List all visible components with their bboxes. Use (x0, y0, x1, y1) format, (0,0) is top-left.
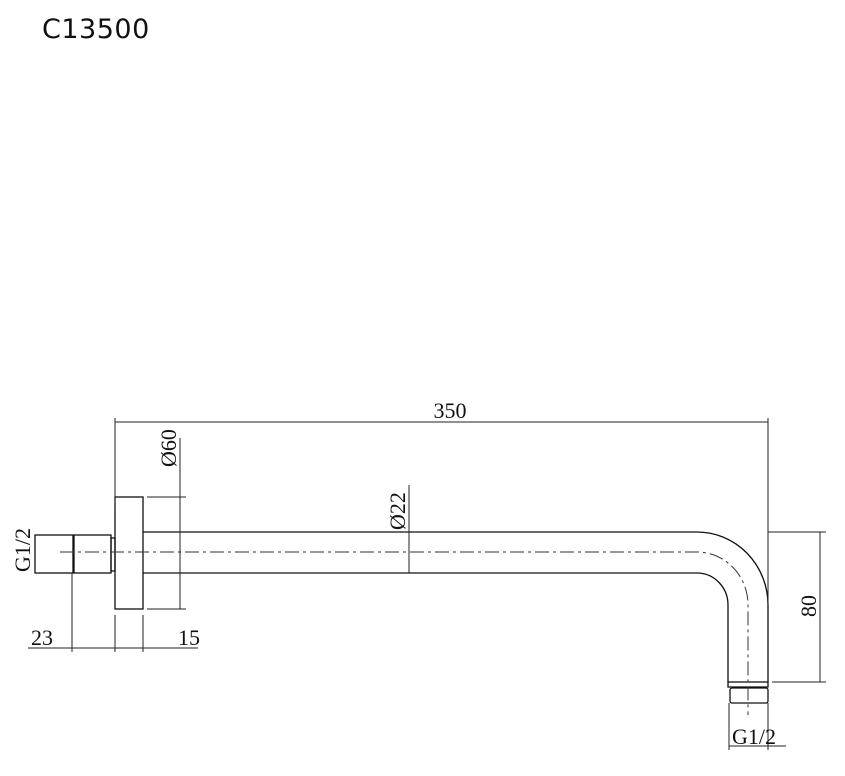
inlet-length-label: 23 (31, 625, 53, 650)
inlet-thread-label: G1/2 (10, 528, 35, 572)
inlet-body (73, 534, 112, 574)
product-code-title: C13500 (42, 14, 150, 45)
centerline (60, 551, 749, 715)
inlet-thread (34, 534, 74, 574)
wall-flange (114, 496, 144, 610)
outlet-nut (729, 687, 769, 704)
pipe-inner-edge (143, 572, 729, 682)
outlet-thread-label: G1/2 (732, 724, 776, 749)
flange-depth-label: 15 (178, 625, 200, 650)
length-dimension-label: 350 (434, 398, 467, 423)
outlet-collar (727, 681, 769, 688)
drop-height-label: 80 (796, 595, 821, 617)
shower-arm-outline (34, 496, 769, 715)
pipe-outer-edge (143, 531, 769, 682)
dimension-lines (28, 418, 826, 750)
pipe-diameter-label: Ø22 (385, 492, 410, 530)
flange-diameter-label: Ø60 (156, 429, 181, 467)
